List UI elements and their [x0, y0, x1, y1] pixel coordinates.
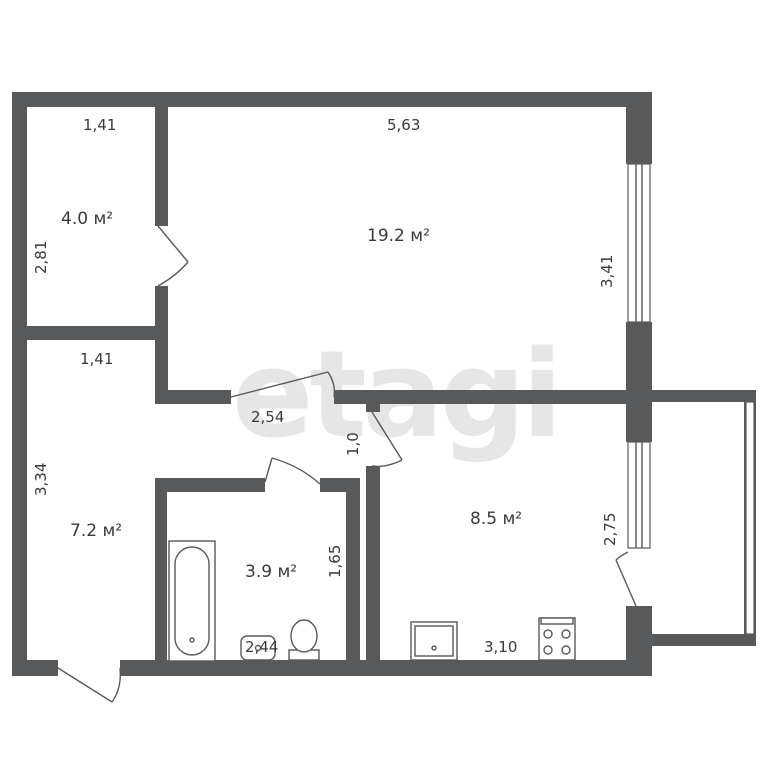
wall-storage-hall	[12, 326, 168, 340]
wall-storage-living-lower	[155, 286, 168, 404]
door-kitchen	[371, 411, 403, 468]
storage-width-label: 1,41	[83, 116, 116, 134]
entrance-door	[57, 667, 122, 703]
kitchen-area-label: 8.5 м²	[470, 509, 522, 529]
corridor-length-label: 2,54	[251, 408, 284, 426]
balcony-wall-top	[652, 390, 756, 402]
window-kitchen	[627, 441, 651, 549]
door-storage	[157, 225, 189, 287]
kitchen-height-label: 2,75	[601, 513, 619, 546]
wall-top	[12, 92, 652, 107]
wall-storage-living-upper	[155, 92, 168, 226]
wall-left	[12, 92, 27, 676]
wall-bath-top-left	[155, 478, 265, 492]
storage-area-label: 4.0 м²	[61, 209, 113, 229]
toilet-bowl	[290, 619, 318, 653]
wall-living-corridor-left	[155, 390, 231, 404]
hall-width-label: 1,41	[80, 350, 113, 368]
living-area-label: 19.2 м²	[367, 226, 430, 246]
wall-living-kitchen	[334, 390, 652, 404]
wall-right-upper	[626, 92, 652, 164]
wall-stub	[366, 400, 380, 412]
living-height-label: 3,41	[598, 255, 616, 288]
door-bathroom	[264, 457, 321, 485]
wall-hall-bath	[155, 478, 167, 676]
bathroom-width-label: 2,44	[245, 638, 278, 656]
wall-bottom	[12, 660, 652, 676]
bathtub-basin	[174, 546, 210, 656]
wall-bath-kitchen-b	[366, 466, 380, 676]
hall-height-label: 3,34	[32, 463, 50, 496]
door-balcony	[615, 551, 637, 607]
living-width-label: 5,63	[387, 116, 420, 134]
kitchen-width-label: 3,10	[484, 638, 517, 656]
wall-bath-kitchen-a	[346, 478, 360, 676]
entrance-opening	[58, 660, 120, 676]
bathtub-drain	[189, 637, 195, 643]
corridor-width-label: 1,0	[344, 432, 362, 456]
door-living-room	[230, 371, 336, 398]
wall-right-middle	[626, 322, 652, 442]
hall-area-label: 7.2 м²	[70, 521, 122, 541]
bathroom-height-label: 1,65	[326, 545, 344, 578]
balcony-wall-bottom	[652, 634, 756, 646]
window-living-room	[627, 163, 651, 323]
bathroom-area-label: 3.9 м²	[245, 562, 297, 582]
storage-height-label: 2,81	[32, 241, 50, 274]
wall-right-lower	[626, 606, 652, 676]
balcony-glazing	[745, 401, 755, 635]
